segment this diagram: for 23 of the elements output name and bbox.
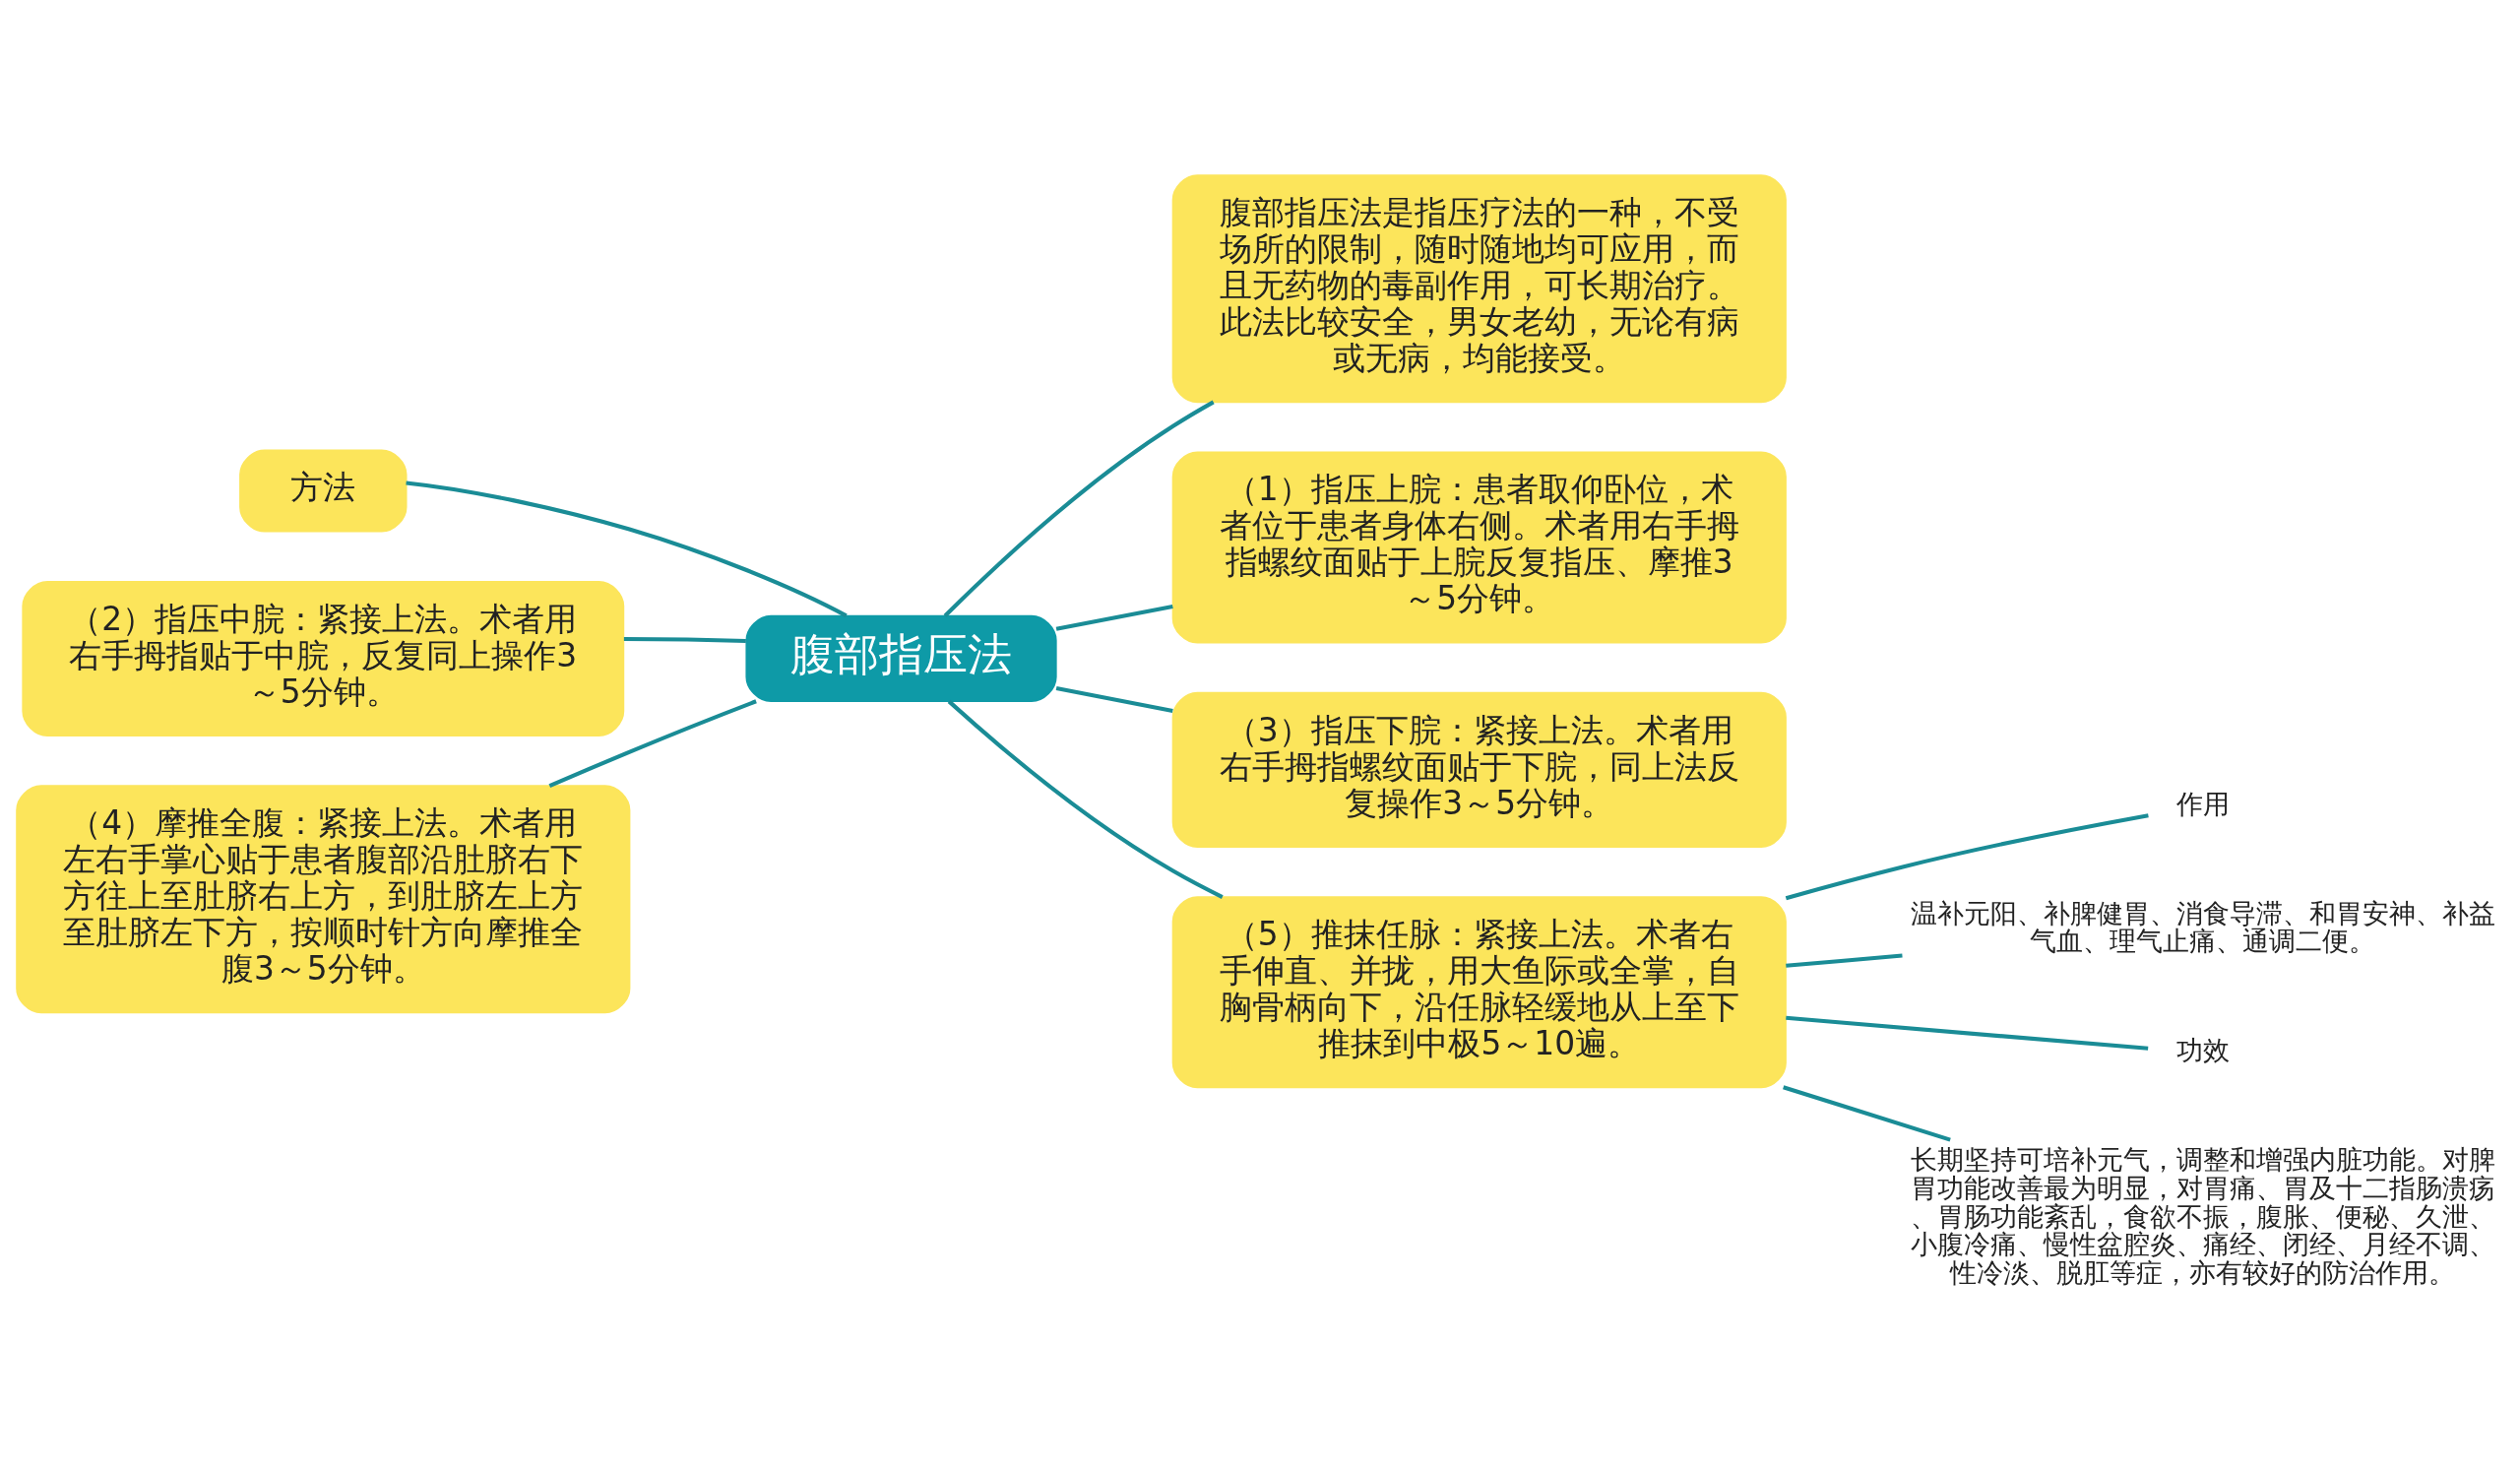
node-box: 腹部指压法是指压疗法的一种，不受场所的限制，随时随地均可应用，而且无药物的毒副作用，可长期治疗。此法比较安全，男女老幼，无论有病或无病，均能接受。 bbox=[1171, 173, 1787, 403]
connector bbox=[1055, 685, 1173, 713]
node-box: 腹部指压法 bbox=[745, 614, 1057, 702]
node-box: 方法 bbox=[239, 448, 408, 533]
connector bbox=[943, 400, 1215, 617]
connector bbox=[1055, 604, 1173, 631]
node-box: （4）摩推全腹：紧接上法。术者用左右手掌心贴于患者腹部沿肚脐右下方往上至肚脐右上方，到肚脐左上方至肚脐左下方，按顺时针方向摩推全腹3～5分钟。 bbox=[16, 784, 631, 1013]
node-text: 作用 bbox=[2175, 788, 2230, 819]
connector bbox=[406, 480, 848, 617]
connector bbox=[947, 699, 1224, 899]
node-text: 温补元阳、补脾健胃、消食导滞、和胃安神、补益气血、理气止痛、通调二便。 bbox=[1910, 897, 2495, 956]
connector bbox=[623, 636, 746, 643]
node-box: （1）指压上脘：患者取仰卧位，术者位于患者身体右侧。术者用右手拇指螺纹面贴于上脘反复指压、摩推3～5分钟。 bbox=[1171, 451, 1787, 644]
node-box: （5）推抹任脉：紧接上法。术者右手伸直、并拢，用大鱼际或全掌，自胸骨柄向下，沿任脉轻缓地从上至下推抹到中极5～10遍。 bbox=[1171, 895, 1787, 1088]
connector bbox=[1783, 1084, 1951, 1142]
connector bbox=[1785, 812, 2149, 900]
node-box: （3）指压下脘：紧接上法。术者用右手拇指螺纹面贴于下脘，同上法反复操作3～5分钟。 bbox=[1171, 691, 1787, 848]
connector bbox=[548, 698, 757, 788]
connector bbox=[1786, 1015, 2149, 1051]
node-text: 功效 bbox=[2175, 1034, 2230, 1065]
node-box: （2）指压中脘：紧接上法。术者用右手拇指贴于中脘，反复同上操作3～5分钟。 bbox=[22, 580, 625, 736]
connector bbox=[1786, 952, 1903, 968]
node-text: 长期坚持可培补元气，调整和增强内脏功能。对脾胃功能改善最为明显，对胃痛、胃及十二指肠溃疡、胃肠功能紊乱，食欲不振，腹胀、便秘、久泄、小腹冷痛、慢性盆腔炎、痛经、闭经、月经不调、性冷淡、脱肛等症，亦有较好的防治作用。 bbox=[1910, 1143, 2495, 1288]
